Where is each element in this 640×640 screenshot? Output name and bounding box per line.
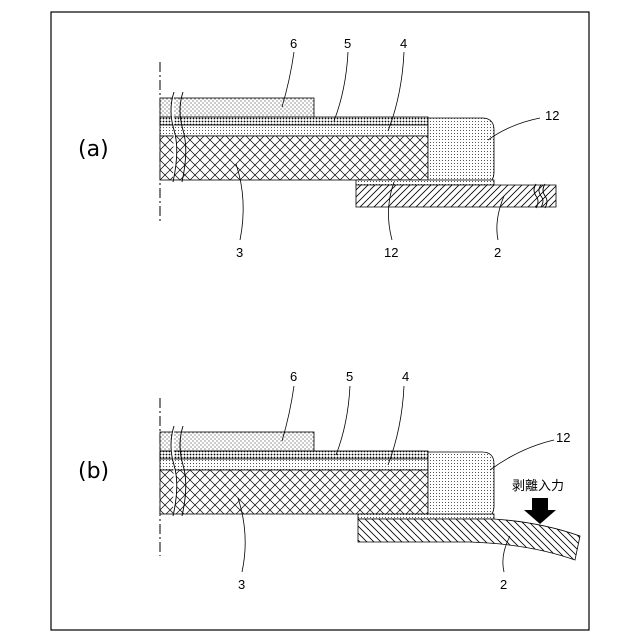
sealant-12-strip-b: [358, 514, 494, 519]
ref-5-b: 5: [346, 369, 353, 384]
sealant-12-strip-a: [356, 180, 494, 185]
leader-5-a: [334, 52, 348, 121]
ref-6-a: 6: [290, 36, 297, 51]
peel-arrow-icon: [524, 498, 556, 524]
leader-5-b: [336, 386, 350, 455]
layer-3-a: [160, 136, 428, 180]
sealant-12-b: [428, 452, 494, 518]
ref-3-b: 3: [238, 577, 245, 592]
layer-6-a: [160, 98, 314, 117]
ref-12-top-a: 12: [545, 108, 559, 123]
leader-12-b: [490, 440, 554, 470]
panel-label-a: (a): [78, 137, 109, 162]
leader-12-top-a: [488, 118, 540, 140]
ref-12-b: 12: [556, 430, 570, 445]
substrate-2-a: [356, 185, 543, 207]
peel-input-label: 剥離入力: [512, 479, 564, 494]
ref-12-bottom-a: 12: [384, 245, 398, 260]
sealant-12-a: [428, 118, 494, 184]
layer-6-b: [160, 432, 314, 451]
substrate-2-b: [358, 519, 580, 560]
panel-a: (a) 6 5 4 12 3 12 2: [78, 36, 559, 260]
panel-b: (b) 6 5 4 12 3 2 剥離入力: [78, 369, 580, 592]
layer-5-a: [160, 117, 428, 125]
panel-label-b: (b): [78, 459, 109, 484]
ref-6-b: 6: [290, 369, 297, 384]
layer-5-b: [160, 451, 428, 459]
ref-2-a: 2: [494, 245, 501, 260]
ref-4-a: 4: [400, 36, 407, 51]
ref-4-b: 4: [402, 369, 409, 384]
ref-5-a: 5: [344, 36, 351, 51]
ref-3-a: 3: [236, 245, 243, 260]
ref-2-b: 2: [500, 577, 507, 592]
layer-3-b: [160, 470, 428, 514]
